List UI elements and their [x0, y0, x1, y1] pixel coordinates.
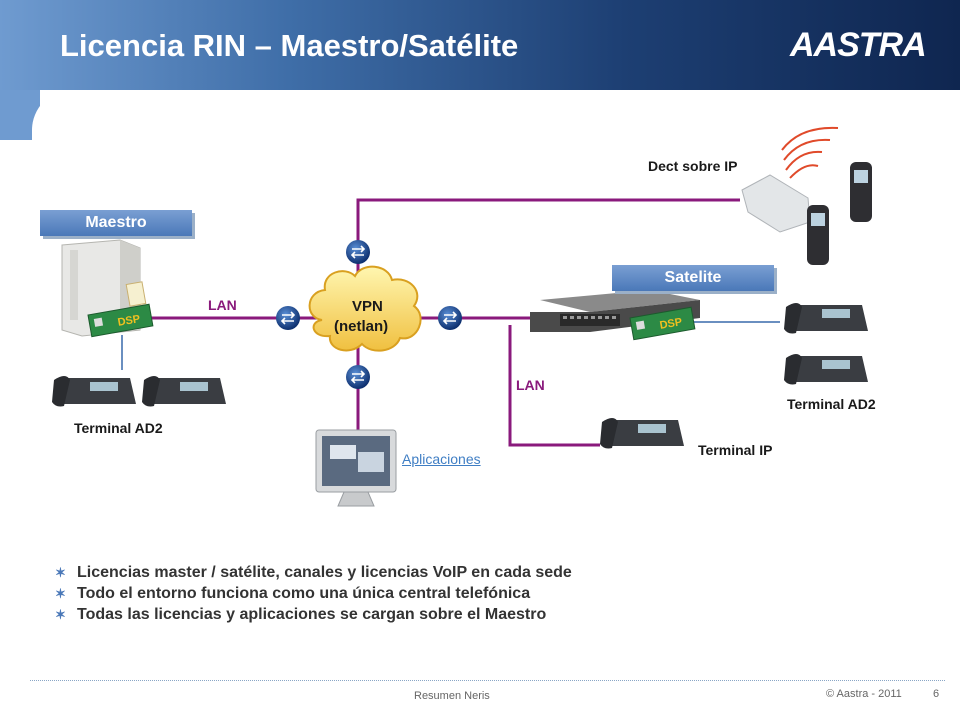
desk-phone-icon	[600, 418, 684, 449]
dect-handset-icon	[807, 162, 872, 265]
footer-divider	[30, 680, 945, 681]
dsp-label: DSP	[659, 316, 683, 332]
ad2-links	[121, 321, 780, 370]
vpn-label: VPN	[352, 298, 383, 315]
bullet-item: ✶ Todas las licencias y aplicaciones se c…	[55, 604, 572, 625]
router-icon	[438, 306, 462, 330]
desk-phone-icon	[142, 376, 226, 407]
bullet-item: ✶ Todo el entorno funciona como una única…	[55, 583, 572, 604]
terminal-ad2-left-label: Terminal AD2	[74, 420, 163, 436]
dect-label: Dect sobre IP	[648, 158, 738, 174]
satelite-switch-icon	[530, 290, 700, 332]
bullet-icon: ✶	[55, 586, 66, 601]
router-icon	[276, 306, 300, 330]
maestro-tab: Maestro	[40, 210, 192, 236]
routers	[276, 240, 462, 389]
header-curve	[0, 90, 40, 140]
bullet-item: ✶ Licencias master / satélite, canales y …	[55, 562, 572, 583]
aplicaciones-link[interactable]: Aplicaciones	[402, 451, 481, 467]
slide-title: Licencia RIN – Maestro/Satélite	[60, 28, 519, 63]
header-bar	[0, 0, 960, 90]
vpn-cloud	[308, 265, 422, 352]
dsp-card-icon: DSP	[87, 303, 154, 338]
dsp-label: DSP	[117, 313, 141, 329]
dsp-card-icon: DSP	[629, 306, 696, 341]
router-icon	[346, 365, 370, 389]
bullet-icon: ✶	[55, 565, 66, 580]
dect-base-icon	[741, 174, 811, 233]
monitor-icon	[315, 429, 397, 507]
footer-center: Resumen Neris	[414, 690, 490, 702]
router-icon	[346, 240, 370, 264]
radio-waves-icon	[781, 126, 839, 179]
bullet-text: Todas las licencias y aplicaciones se ca…	[77, 606, 547, 623]
desk-phone-icon	[784, 303, 868, 334]
link-to-dect	[356, 198, 740, 252]
desk-phone-icon	[52, 376, 136, 407]
bullet-text: Licencias master / satélite, canales y l…	[77, 564, 572, 581]
lan-label-left: LAN	[208, 297, 237, 313]
terminal-ad2-right-label: Terminal AD2	[787, 396, 876, 412]
desk-phone-icon	[784, 354, 868, 385]
bullet-text: Todo el entorno funciona como una única …	[77, 585, 531, 602]
footer-copyright: © Aastra - 2011	[826, 688, 902, 700]
page-number: 6	[933, 688, 940, 700]
bullet-icon: ✶	[55, 607, 66, 622]
lan-label-right: LAN	[516, 377, 545, 393]
link-to-terminal-ip	[508, 325, 600, 447]
aastra-logo: AASTRA	[790, 26, 927, 64]
satelite-tab: Satelite	[612, 265, 774, 291]
terminal-ip-label: Terminal IP	[698, 442, 773, 458]
vpn-netlan-label: (netlan)	[334, 318, 389, 335]
bullet-list: ✶ Licencias master / satélite, canales y …	[55, 562, 572, 625]
